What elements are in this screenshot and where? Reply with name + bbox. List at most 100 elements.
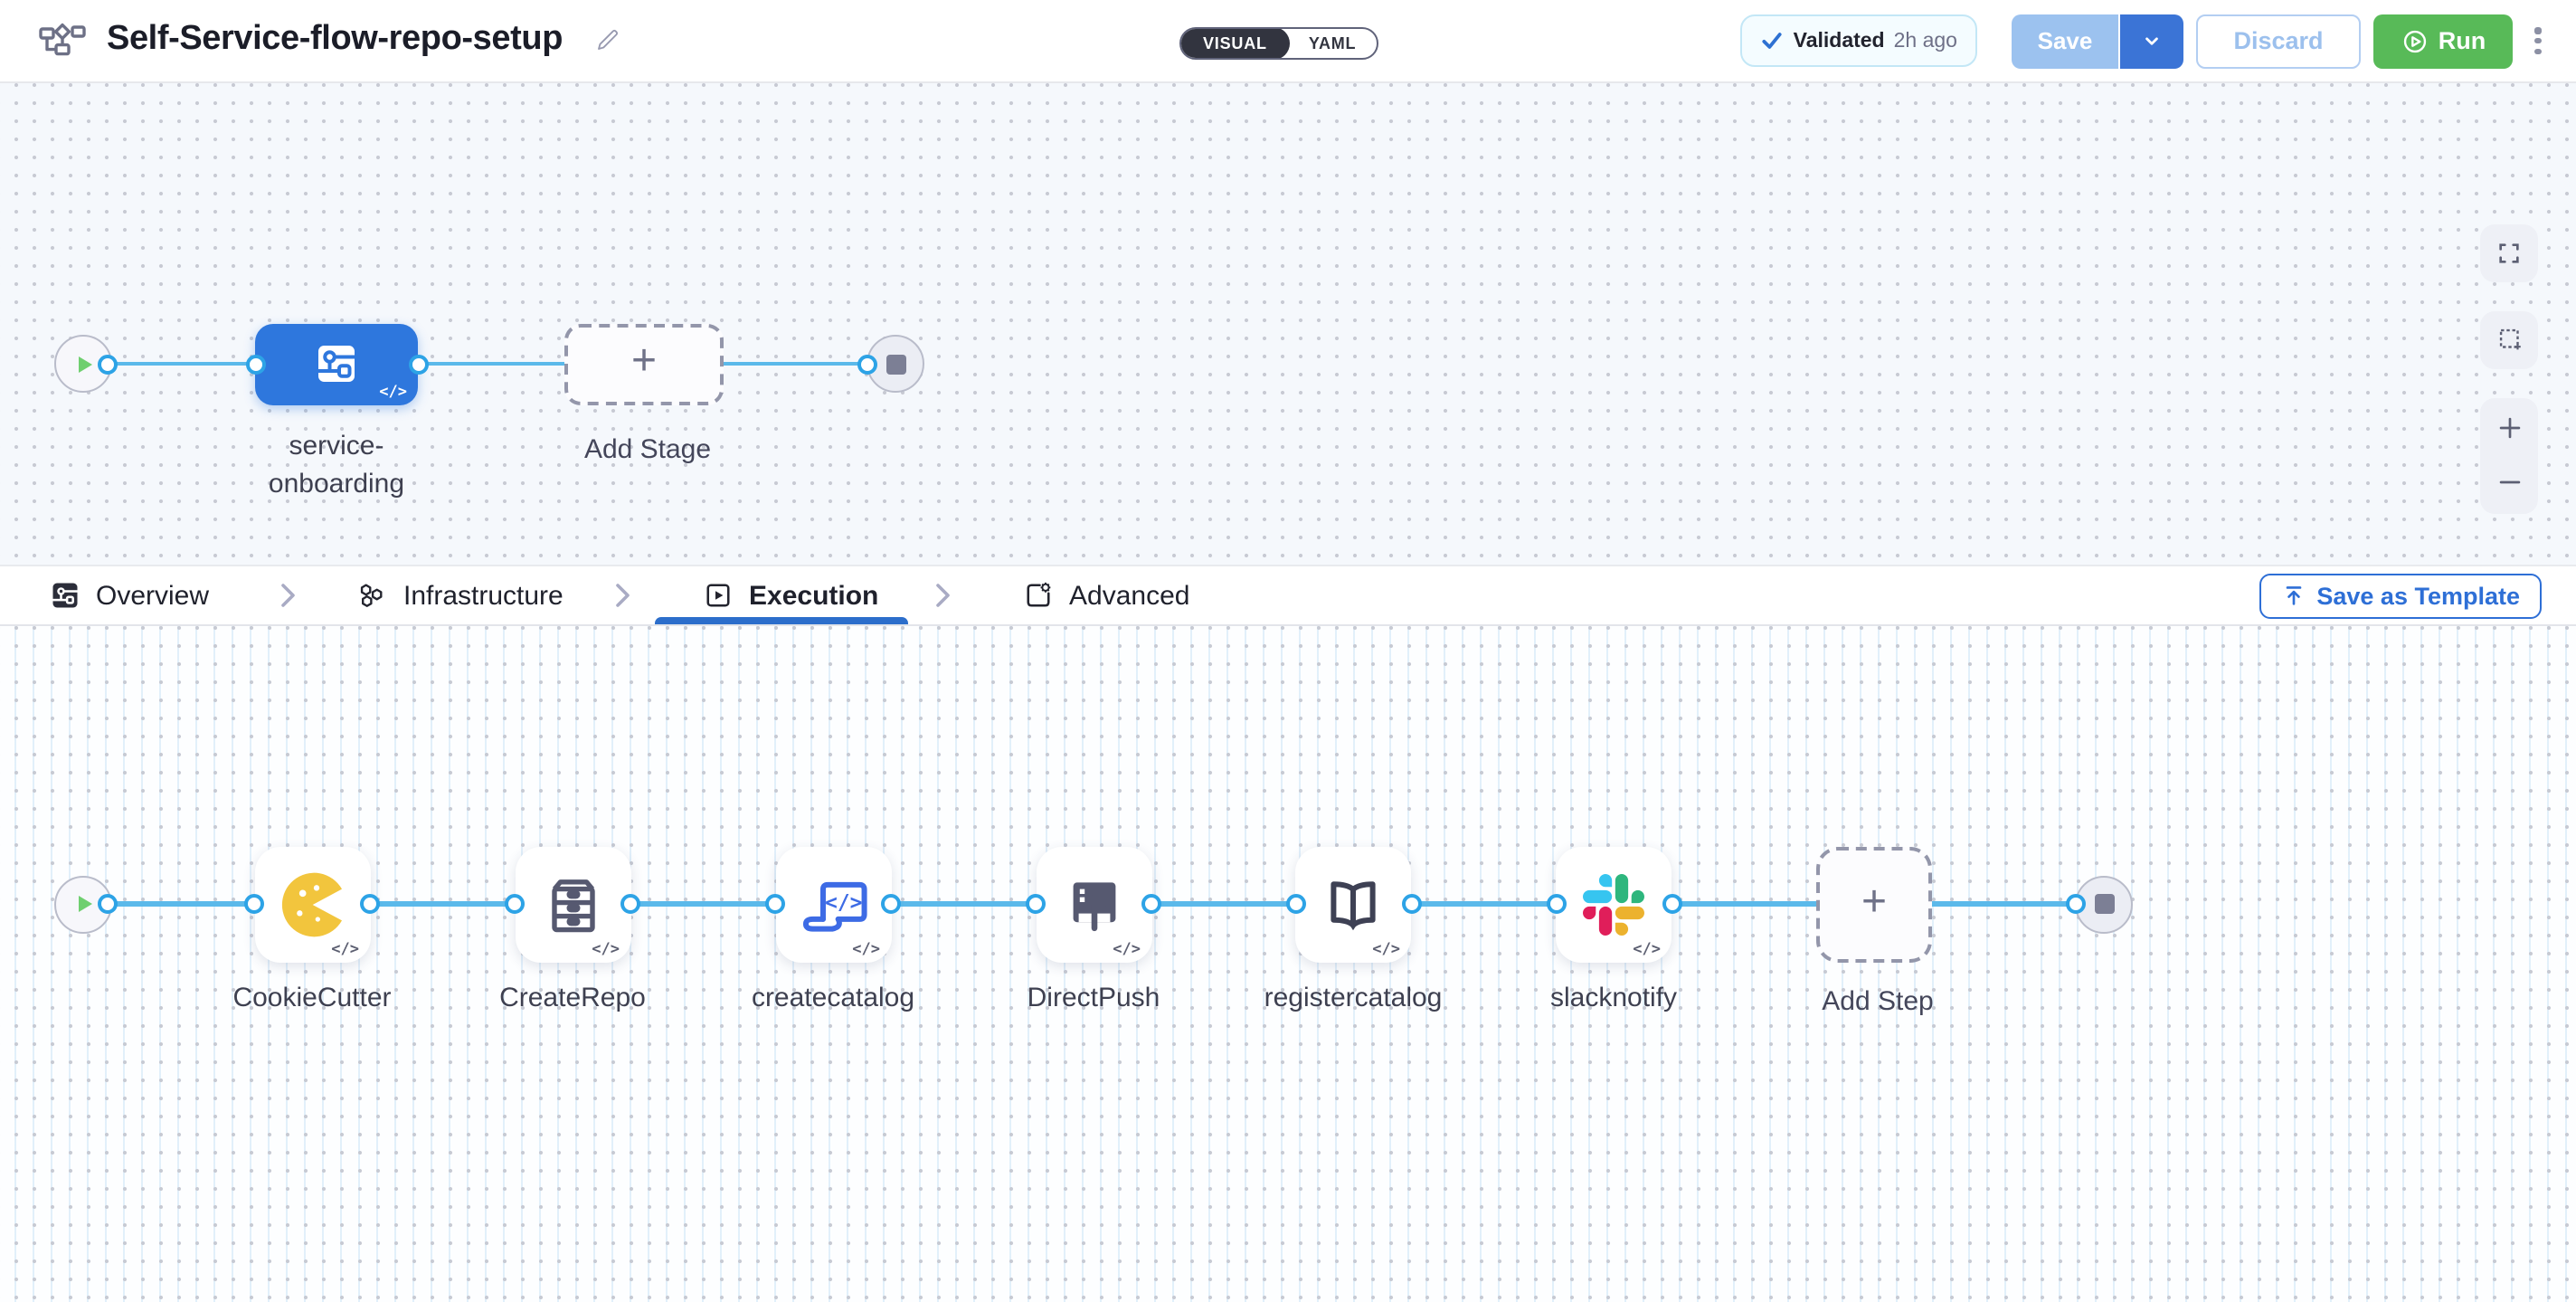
step-node-createrepo[interactable]: </> CreateRepo — [499, 846, 646, 1012]
chevron-right-icon — [616, 584, 630, 607]
port[interactable] — [98, 894, 118, 914]
zoom-out-button[interactable] — [2480, 455, 2538, 509]
discard-button[interactable]: Discard — [2196, 14, 2361, 69]
port[interactable] — [620, 894, 640, 914]
page-title: Self-Service-flow-repo-setup — [107, 20, 564, 59]
edit-pencil-icon[interactable] — [593, 26, 622, 55]
step-node-slacknotify[interactable]: </> slacknotify — [1546, 846, 1681, 1012]
port[interactable] — [505, 894, 525, 914]
chevron-right-icon — [281, 584, 295, 607]
zoom-out-icon — [2498, 480, 2520, 484]
header-left: Self-Service-flow-repo-setup — [0, 21, 622, 61]
stop-square-icon — [2094, 894, 2114, 914]
code-badge: </> — [379, 383, 407, 401]
run-play-icon — [2403, 30, 2426, 52]
tab-advanced[interactable]: Advanced — [1022, 566, 1189, 624]
active-tab-underline — [655, 617, 908, 623]
drawer-cabinet-icon — [551, 879, 594, 932]
port[interactable] — [245, 354, 265, 374]
save-dropdown-button[interactable] — [2118, 14, 2183, 69]
svg-text:</>: </> — [824, 890, 861, 914]
execution-canvas[interactable]: </> CookieCutter </> — [0, 625, 2576, 1302]
port[interactable] — [765, 894, 785, 914]
stage-node-service-onboarding[interactable]: </> service- onboarding — [245, 323, 428, 499]
port[interactable] — [1141, 894, 1161, 914]
step-label: registercatalog — [1264, 982, 1443, 1012]
marquee-select-icon — [2498, 328, 2520, 350]
stage-label: service- onboarding — [268, 430, 405, 499]
tab-execution[interactable]: Execution — [702, 566, 878, 624]
advanced-gear-icon — [1027, 582, 1051, 607]
port[interactable] — [1546, 894, 1566, 914]
cookiecutter-pacman-icon — [280, 871, 341, 936]
port[interactable] — [1401, 894, 1421, 914]
port[interactable] — [1662, 894, 1681, 914]
open-book-icon — [1331, 880, 1376, 930]
port[interactable] — [408, 354, 428, 374]
validated-time: 2h ago — [1893, 30, 1957, 52]
code-badge: </> — [1372, 940, 1400, 958]
step-box[interactable]: </> </> — [775, 846, 891, 962]
stage-edge — [83, 361, 895, 366]
step-label: CookieCutter — [232, 982, 392, 1012]
step-label: DirectPush — [1027, 982, 1160, 1012]
check-icon — [1763, 33, 1783, 50]
add-step-button[interactable]: + Add Step — [1816, 846, 1934, 1016]
execution-end-node[interactable] — [2075, 875, 2133, 933]
step-box[interactable]: </> — [1556, 846, 1672, 962]
more-options-kebab-icon[interactable] — [2525, 14, 2551, 69]
custom-stage-icon — [318, 346, 355, 382]
port[interactable] — [857, 354, 876, 374]
tab-overview[interactable]: Overview — [49, 566, 209, 624]
header: Self-Service-flow-repo-setup VISUAL YAML… — [0, 0, 2576, 82]
add-stage-button[interactable]: + Add Stage — [564, 323, 724, 464]
zoom-in-button[interactable] — [2480, 401, 2538, 455]
step-node-cookiecutter[interactable]: </> CookieCutter — [232, 846, 392, 1012]
code-badge: </> — [331, 940, 359, 958]
validated-label: Validated — [1793, 30, 1885, 52]
tab-infrastructure[interactable]: Infrastructure — [355, 566, 564, 624]
save-button[interactable]: Save — [2012, 14, 2118, 69]
step-node-directpush[interactable]: </> DirectPush — [1026, 846, 1161, 1012]
save-as-template-button[interactable]: Save as Template — [2259, 573, 2542, 619]
step-box[interactable]: </> — [1036, 846, 1151, 962]
execution-play-icon — [706, 584, 730, 607]
port[interactable] — [1285, 894, 1305, 914]
infrastructure-hexagons-icon — [360, 583, 383, 606]
multi-select-button[interactable] — [2480, 310, 2538, 368]
step-node-registercatalog[interactable]: </> registercatalog — [1264, 846, 1442, 1012]
step-label: CreateRepo — [499, 982, 646, 1012]
port[interactable] — [881, 894, 901, 914]
add-step-label: Add Step — [1822, 985, 1934, 1016]
stop-square-icon — [886, 354, 905, 374]
port[interactable] — [360, 894, 380, 914]
add-stage-label: Add Stage — [583, 433, 712, 464]
port[interactable] — [1026, 894, 1046, 914]
step-node-createcatalog[interactable]: </> </> createcatalog — [752, 846, 914, 1012]
toggle-visual[interactable]: VISUAL — [1180, 28, 1291, 57]
chevron-right-icon — [936, 584, 950, 607]
header-actions: Validated 2h ago Save Discard Run — [1740, 0, 2551, 82]
upload-icon — [2286, 586, 2301, 606]
port[interactable] — [244, 894, 264, 914]
run-button[interactable]: Run — [2373, 14, 2513, 69]
step-box[interactable]: </> — [515, 846, 630, 962]
step-box[interactable]: </> — [1295, 846, 1411, 962]
code-badge: </> — [852, 940, 880, 958]
validated-badge[interactable]: Validated 2h ago — [1740, 14, 1977, 68]
step-box[interactable]: </> — [254, 846, 370, 962]
port[interactable] — [98, 354, 118, 374]
run-label: Run — [2438, 27, 2486, 55]
start-play-icon — [78, 356, 91, 372]
fullscreen-button[interactable] — [2480, 223, 2538, 281]
step-label: slacknotify — [1549, 982, 1678, 1012]
toggle-yaml[interactable]: YAML — [1308, 33, 1357, 52]
stage-canvas[interactable]: </> service- onboarding + Add Stage — [0, 82, 2576, 565]
save-split-button: Save — [2012, 14, 2183, 69]
visual-yaml-toggle[interactable]: VISUAL YAML — [1179, 26, 1378, 59]
port[interactable] — [2065, 894, 2085, 914]
stage-box[interactable]: </> — [255, 323, 418, 404]
stage-config-tabbar: Overview Infrastructure Execution — [0, 565, 2576, 625]
code-badge: </> — [1633, 940, 1661, 958]
